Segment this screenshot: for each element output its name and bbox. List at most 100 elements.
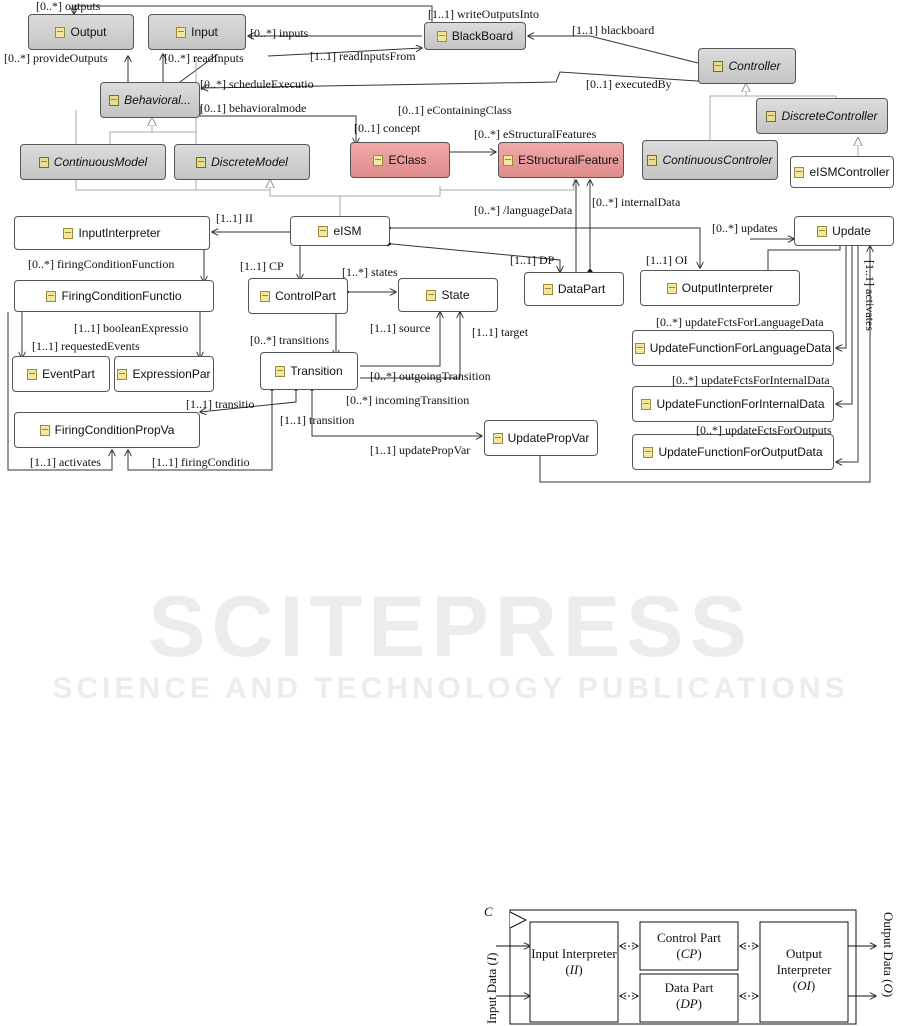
class-update[interactable]: Update	[794, 216, 894, 246]
class-state[interactable]: State	[398, 278, 498, 312]
class-output[interactable]: Output	[28, 14, 134, 50]
class-icon	[436, 30, 447, 42]
role-states: [1..*] states	[342, 265, 398, 279]
role-outputs: [0..*] outputs	[36, 0, 101, 13]
role-incoming-transition: [0..*] incomingTransition	[346, 393, 470, 407]
output-data-label: Output Data (O)	[881, 912, 896, 998]
role-target: [1..1] target	[472, 325, 529, 339]
class-icon	[260, 290, 271, 302]
block-input-interpreter-abbr: (II)	[565, 962, 583, 977]
class-control-part[interactable]: ControlPart	[248, 278, 348, 314]
class-firing-condition-prop[interactable]: FiringConditionPropVa	[14, 412, 200, 448]
class-firing-condition-function[interactable]: FiringConditionFunctio	[14, 280, 214, 312]
role-schedule-execution: [0..*] scheduleExecutio	[200, 77, 314, 91]
class-eism-controller[interactable]: eISMController	[790, 156, 894, 188]
class-controller[interactable]: Controller	[698, 48, 796, 84]
role-outgoing-transition: [0..*] outgoingTransition	[370, 369, 491, 383]
class-transition[interactable]: Transition	[260, 352, 358, 390]
class-icon	[63, 227, 74, 239]
role-ii: [1..1] II	[216, 211, 253, 225]
class-event-part[interactable]: EventPart	[12, 356, 110, 392]
abstract-class-icon	[647, 154, 658, 166]
role-activates-right: [1..1] activates	[863, 260, 877, 331]
class-continuous-controler[interactable]: ContinuousControler	[642, 140, 778, 180]
watermark-title: SCITEPRESS	[148, 579, 753, 675]
class-data-part[interactable]: DataPart	[524, 272, 624, 306]
edge-source	[360, 312, 440, 367]
edge-schedule-execution	[202, 71, 713, 88]
role-update-fcts-outputs: [0..*] updateFctsForOutputs	[696, 423, 832, 437]
role-transitions: [0..*] transitions	[250, 333, 329, 347]
role-blackboard: [1..1] blackboard	[572, 23, 655, 37]
edge-update-prop-var	[312, 392, 482, 436]
class-icon	[794, 166, 805, 178]
class-estructural-feature[interactable]: EStructuralFeature	[498, 142, 624, 178]
class-update-fn-outputs[interactable]: UpdateFunctionForOutputData	[632, 434, 834, 470]
edge-activates	[7, 312, 112, 471]
class-icon	[373, 154, 384, 166]
role-transition-1: [1..1] transitio	[186, 397, 255, 411]
edge-firing-condition	[128, 392, 272, 471]
class-eclass[interactable]: EClass	[350, 142, 450, 178]
class-output-interpreter[interactable]: OutputInterpreter	[640, 270, 800, 306]
class-update-prop-var[interactable]: UpdatePropVar	[484, 420, 598, 456]
role-firing-condition: [1..1] firingConditio	[152, 455, 250, 469]
edge-read-inputs-from	[179, 53, 219, 83]
class-input-interpreter[interactable]: InputInterpreter	[14, 216, 210, 250]
edge-updates	[765, 245, 841, 279]
class-discrete-model[interactable]: DiscreteModel	[174, 144, 310, 180]
class-icon	[542, 283, 553, 295]
block-output-interpreter: Output Interpreter (OI)	[760, 946, 848, 994]
role-update-fcts-internal: [0..*] updateFctsForInternalData	[672, 373, 830, 387]
abstract-class-icon	[38, 156, 49, 168]
block-control-part: Control Part (CP)	[640, 930, 738, 962]
class-icon	[55, 26, 66, 38]
block-input-interpreter: Input Interpreter (II)	[530, 946, 618, 978]
class-icon	[817, 225, 828, 237]
block-diagram	[496, 909, 876, 1025]
class-icon	[503, 154, 514, 166]
role-transition-2: [1..1] transition	[280, 413, 355, 427]
role-read-inputs-from: [1..1] readInputsFrom	[310, 49, 416, 63]
class-blackboard[interactable]: BlackBoard	[424, 22, 526, 50]
edge-activates-right	[539, 246, 870, 483]
edge-fn-language	[836, 246, 846, 348]
abstract-class-icon	[766, 110, 777, 122]
edge-concept	[199, 106, 356, 144]
class-update-fn-language[interactable]: UpdateFunctionForLanguageData	[632, 330, 834, 366]
class-input[interactable]: Input	[148, 14, 246, 50]
class-discrete-controller[interactable]: DiscreteController	[756, 98, 888, 134]
class-icon	[39, 424, 50, 436]
edge-fn-outputs	[836, 246, 858, 462]
class-continuous-model[interactable]: ContinuousModel	[20, 144, 166, 180]
block-data-part-abbr: (DP)	[675, 996, 703, 1011]
edge-oi	[392, 228, 700, 268]
class-icon	[426, 289, 437, 301]
role-write-outputs-into: [1..1] writeOutputsInto	[428, 7, 539, 21]
class-icon	[176, 26, 187, 38]
block-data-part-name: Data Part	[664, 980, 714, 995]
role-cp: [1..1] CP	[240, 259, 284, 273]
block-control-part-abbr: (CP)	[676, 946, 702, 961]
role-boolean-expression: [1..1] booleanExpressio	[74, 321, 189, 335]
role-internal-data: [0..*] internalData	[592, 195, 681, 209]
class-behavioral[interactable]: Behavioral...	[100, 82, 200, 118]
edge-fn-internal	[836, 246, 852, 404]
class-icon	[275, 365, 286, 377]
role-provide-outputs: [0..*] provideOutputs	[4, 51, 108, 65]
edge-target	[360, 312, 460, 379]
class-icon	[666, 282, 677, 294]
class-eism[interactable]: eISM	[290, 216, 390, 246]
edge-dp	[392, 244, 560, 272]
class-expression-part[interactable]: ExpressionPar	[114, 356, 214, 392]
edge-blackboard	[528, 36, 699, 64]
class-update-fn-internal[interactable]: UpdateFunctionForInternalData	[632, 386, 834, 422]
role-update-fcts-language: [0..*] updateFctsForLanguageData	[656, 315, 824, 329]
block-input-interpreter-name: Input Interpreter	[531, 946, 617, 961]
class-icon	[641, 398, 652, 410]
role-language-data: [0..*] /languageData	[474, 203, 573, 217]
abstract-class-icon	[713, 60, 724, 72]
role-executed-by: [0..1] executedBy	[586, 77, 672, 91]
role-update-prop-var: [1..1] updatePropVar	[370, 443, 471, 457]
role-behavioral-mode: [0..1] behavioralmode	[200, 101, 307, 115]
